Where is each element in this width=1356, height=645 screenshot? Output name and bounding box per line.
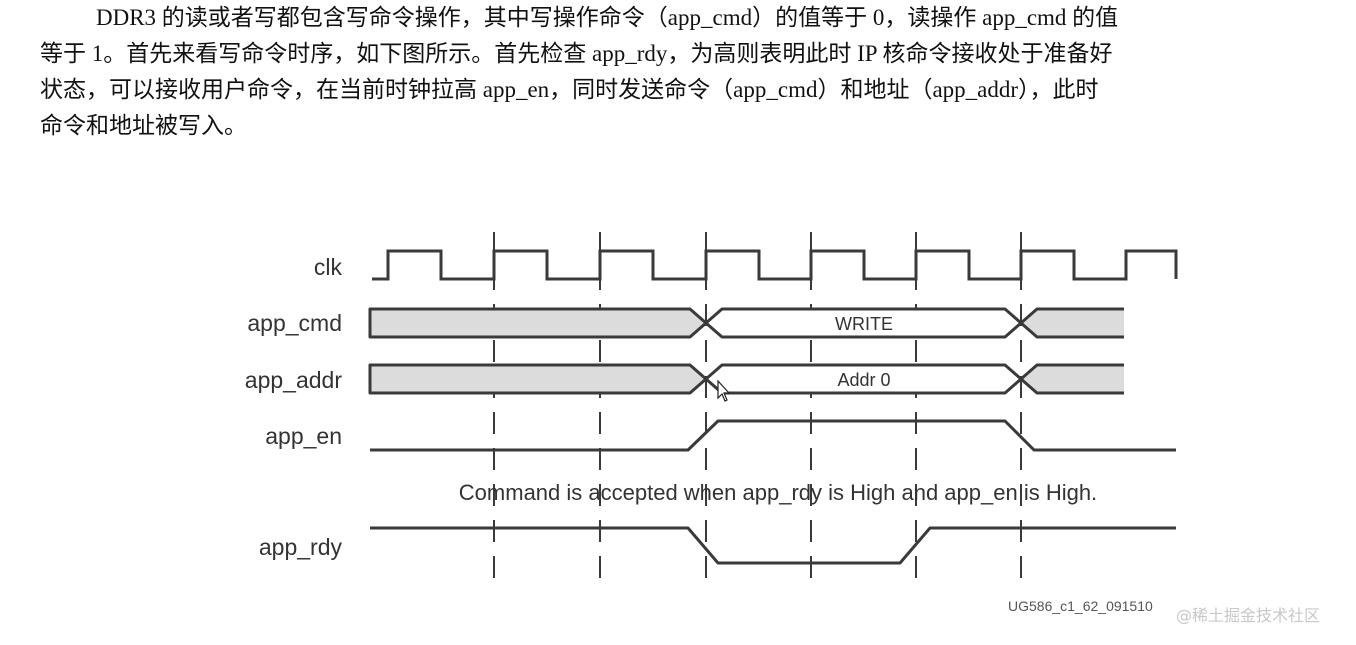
description-paragraph: DDR3 的读或者写都包含写命令操作，其中写操作命令（app_cmd）的值等于 …: [40, 0, 1340, 144]
cmd-dont-care-left: [368, 307, 708, 339]
signal-label-app-addr: app_addr: [245, 367, 343, 393]
paragraph-line-1: DDR3 的读或者写都包含写命令操作，其中写操作命令（app_cmd）的值等于 …: [96, 5, 1119, 30]
clk-waveform: [372, 249, 1178, 281]
paragraph-line-4: 命令和地址被写入。: [40, 113, 247, 138]
cmd-dont-care-right: [1021, 309, 1124, 337]
signal-label-app-en: app_en: [265, 423, 342, 449]
cmd-value-label: WRITE: [835, 314, 893, 334]
app-rdy-waveform: [370, 526, 1176, 565]
signal-label-clk: clk: [314, 254, 343, 280]
addr-dont-care-right: [1021, 365, 1124, 393]
signal-label-app-rdy: app_rdy: [259, 534, 343, 560]
acceptance-note: Command is accepted when app_rdy is High…: [459, 480, 1097, 505]
mouse-cursor-icon: [717, 379, 731, 402]
app-addr-bus: [368, 363, 1124, 395]
figure-id: UG586_c1_62_091510: [1008, 598, 1153, 614]
addr-dont-care-left: [368, 363, 708, 395]
signal-label-app-cmd: app_cmd: [247, 310, 342, 336]
addr-value-label: Addr 0: [837, 370, 890, 390]
cmd-right-edge: [1019, 307, 1124, 339]
app-cmd-bus: [368, 307, 1124, 339]
clock-edge-guides: [493, 232, 1022, 580]
paragraph-line-2: 等于 1。首先来看写命令时序，如下图所示。首先检查 app_rdy，为高则表明此…: [40, 41, 1113, 66]
watermark: @稀土掘金技术社区: [1176, 606, 1320, 625]
paragraph-line-3: 状态，可以接收用户命令，在当前时钟拉高 app_en，同时发送命令（app_cm…: [40, 77, 1099, 102]
addr-right-edge: [1019, 363, 1124, 395]
app-en-waveform: [370, 419, 1176, 452]
